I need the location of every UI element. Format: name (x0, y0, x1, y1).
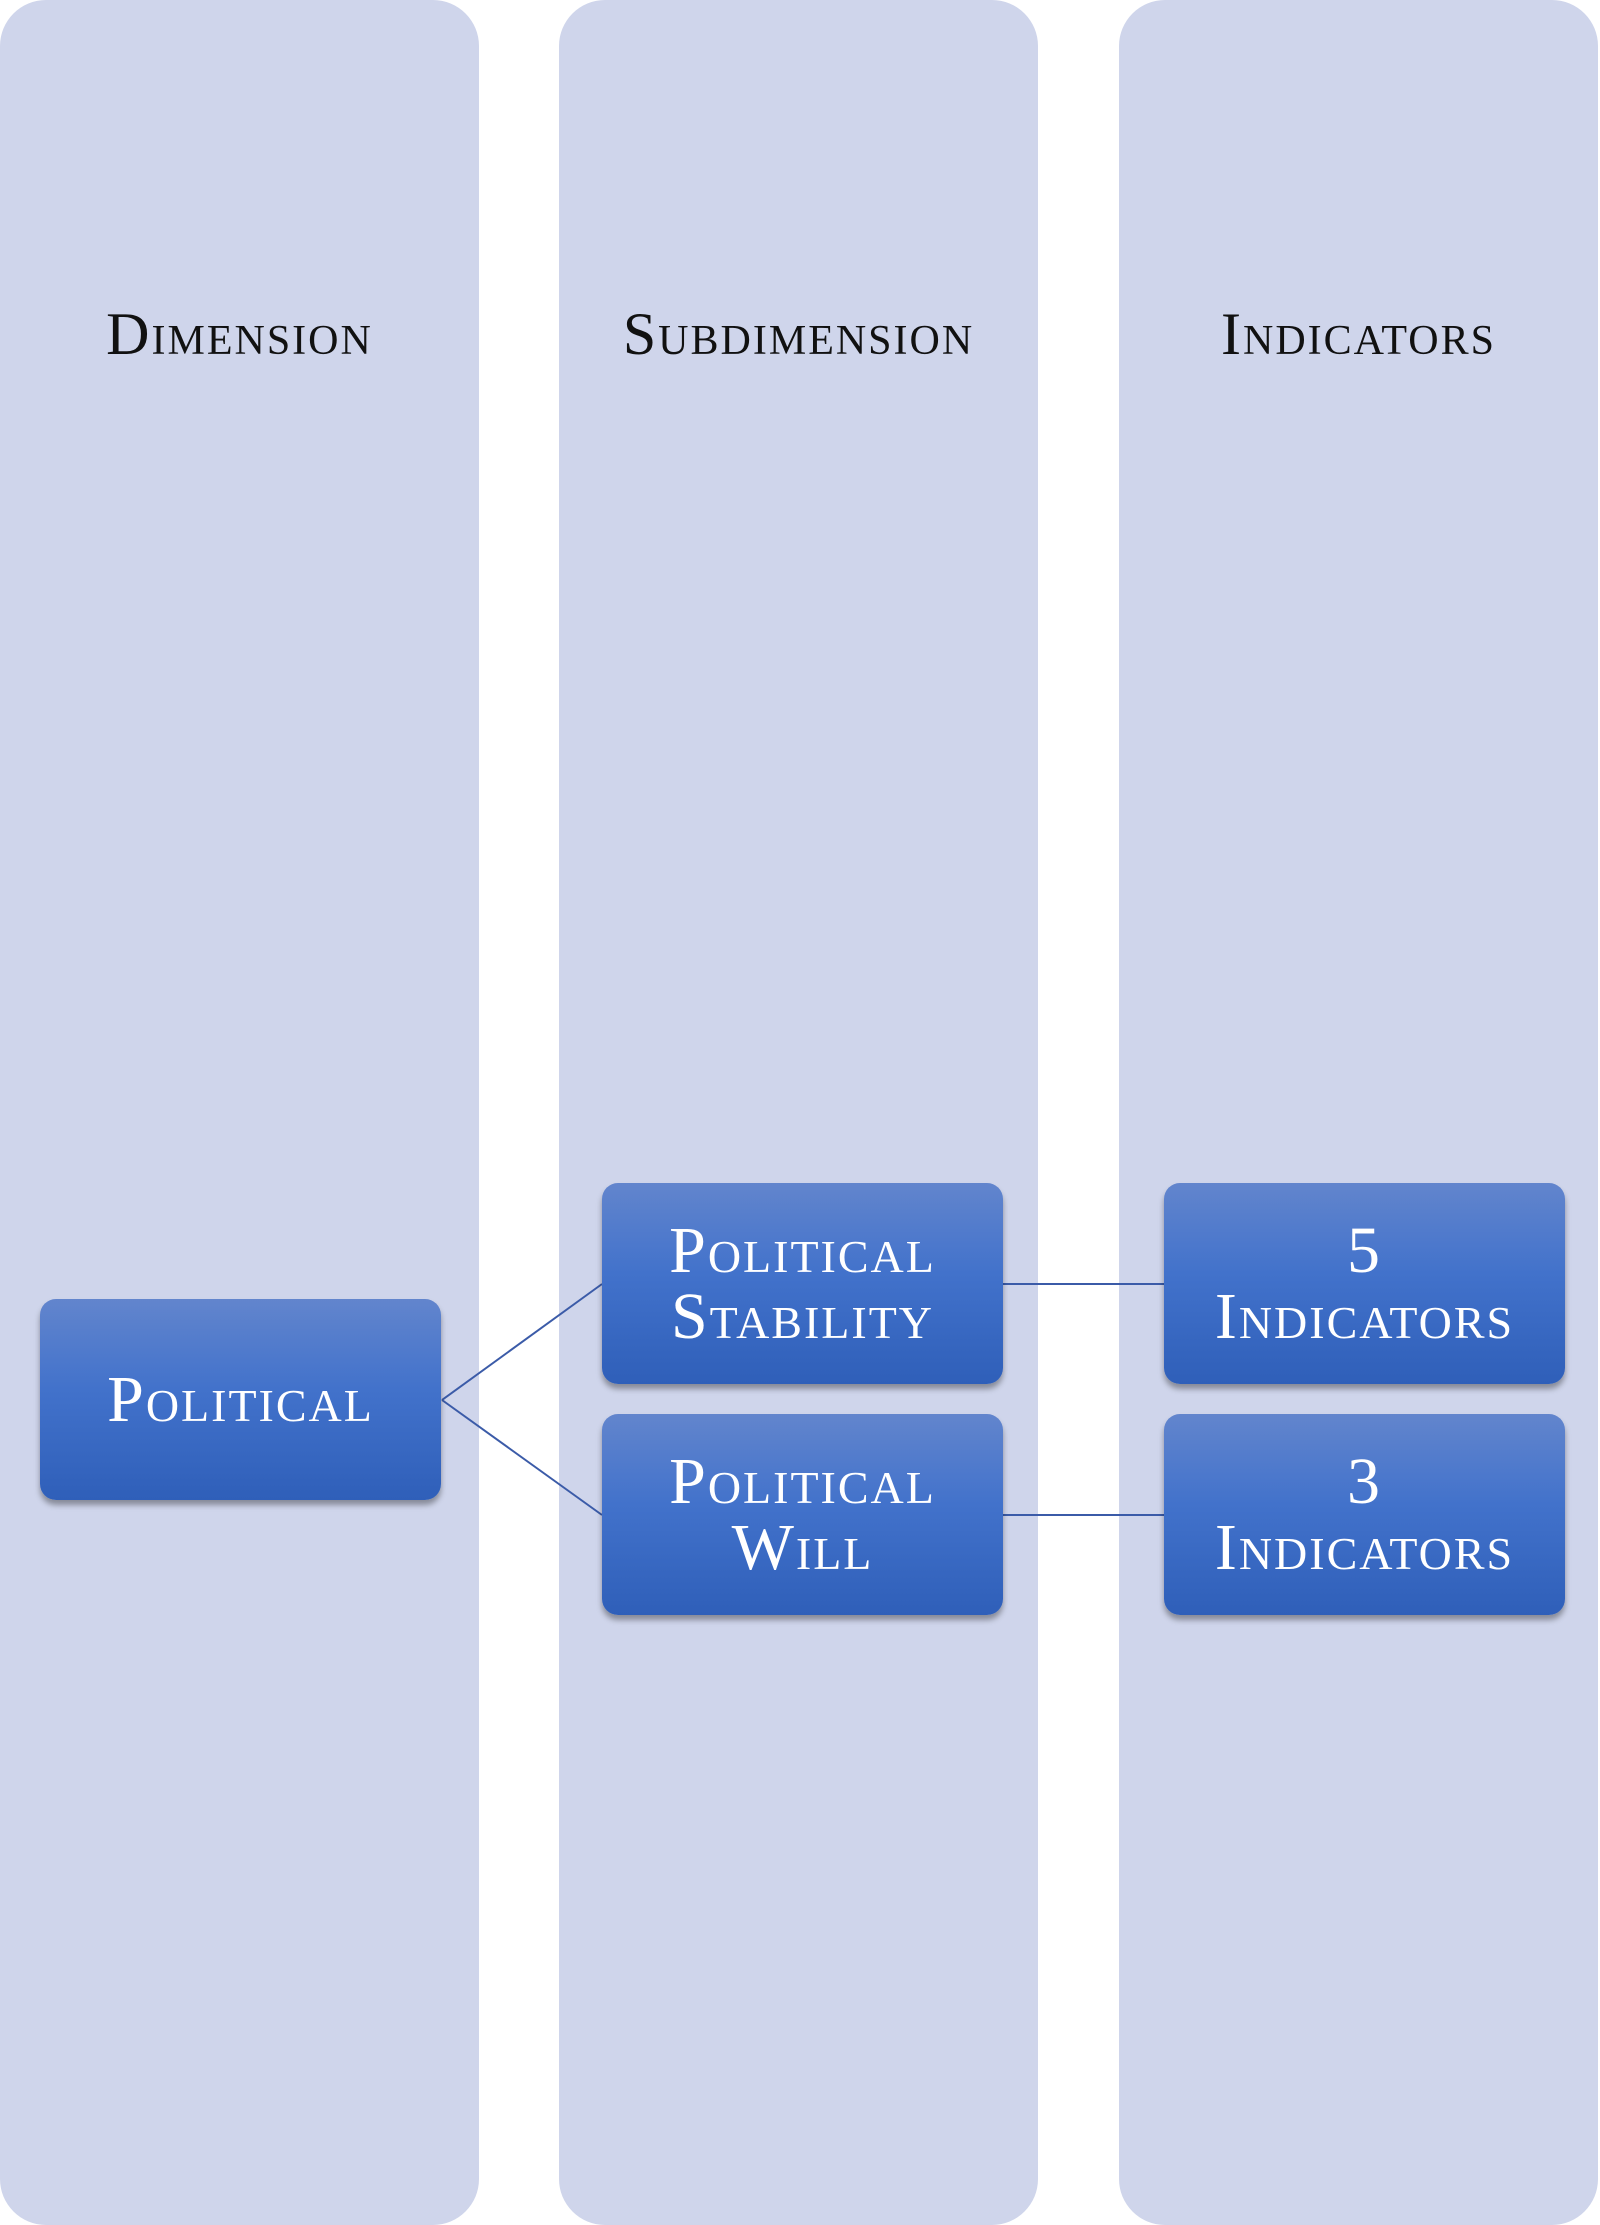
column-dimension: Dimension (0, 0, 479, 2225)
node-label-line2: Will (731, 1510, 874, 1584)
column-header-dimension: Dimension (106, 301, 373, 367)
node-label-count: 3 (1347, 1444, 1382, 1518)
node-label-line2: Stability (670, 1279, 935, 1353)
node-label: Political (107, 1362, 374, 1436)
node-political-will: Political Will (602, 1414, 1003, 1615)
column-header-indicators: Indicators (1221, 301, 1496, 367)
node-political: Political (40, 1299, 441, 1500)
column-subdimension: Subdimension (559, 0, 1038, 2225)
connector-political-to-stability (441, 1283, 603, 1401)
node-indicators-will: 3 Indicators (1164, 1414, 1565, 1615)
node-indicators-stability: 5 Indicators (1164, 1183, 1565, 1384)
node-label-line1: Political (669, 1444, 936, 1518)
node-political-stability: Political Stability (602, 1183, 1003, 1384)
node-label-count: 5 (1347, 1213, 1382, 1287)
column-indicators: Indicators (1119, 0, 1598, 2225)
connector-political-to-will (441, 1399, 603, 1516)
node-label-line1: Political (669, 1213, 936, 1287)
column-header-subdimension: Subdimension (622, 301, 975, 367)
node-label-line2: Indicators (1214, 1279, 1515, 1353)
node-label-line2: Indicators (1214, 1510, 1515, 1584)
